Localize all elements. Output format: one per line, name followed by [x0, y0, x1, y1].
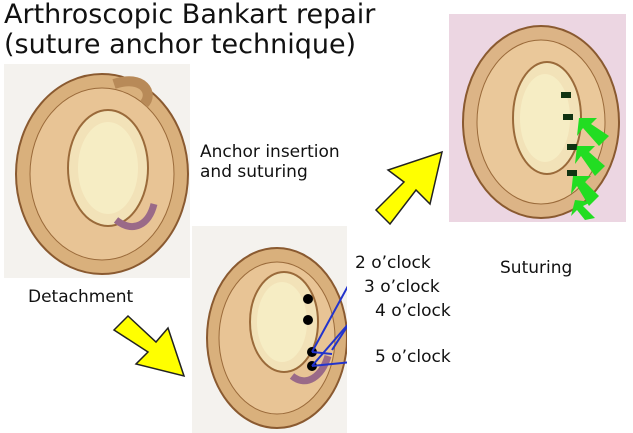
suture-arrows: [571, 118, 609, 220]
title-line-1: Arthroscopic Bankart repair: [4, 0, 376, 30]
page-title: Arthroscopic Bankart repair (suture anch…: [4, 0, 375, 60]
suturing-illustration: [449, 14, 626, 222]
step-label: Anchor insertion and suturing: [200, 142, 340, 182]
step-label-line-1: Anchor insertion: [200, 142, 340, 162]
anchor-positions-illustration: [192, 226, 347, 433]
detachment-illustration: [4, 64, 190, 278]
detachment-caption: Detachment: [28, 287, 134, 307]
label-5-oclock: 5 o’clock: [375, 347, 451, 367]
label-3-oclock: 3 o’clock: [364, 277, 440, 297]
label-2-oclock: 2 o’clock: [355, 253, 431, 273]
label-4-oclock: 4 o’clock: [375, 301, 451, 321]
suturing-caption: Suturing: [500, 258, 573, 278]
title-line-2: (suture anchor technique): [4, 29, 357, 60]
arrow-right-down-icon: [112, 314, 186, 378]
arrow-right-up-icon: [374, 150, 444, 226]
step-label-line-2: and suturing: [200, 162, 308, 182]
leader-lines: [311, 285, 347, 367]
